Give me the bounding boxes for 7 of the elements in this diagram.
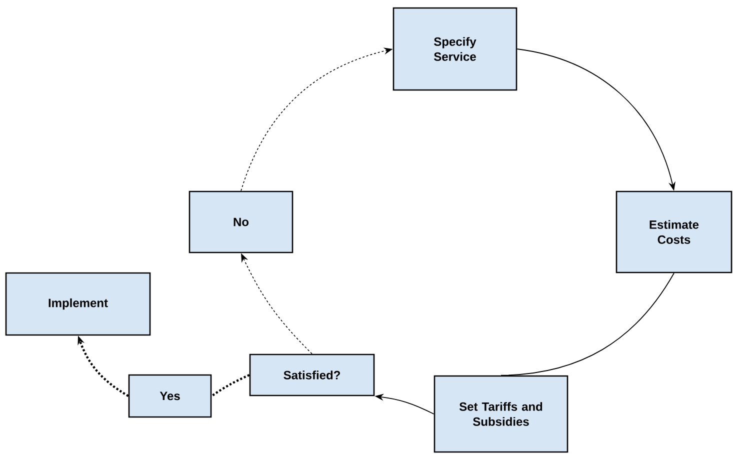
process-box: Satisfied? xyxy=(249,354,375,396)
process-box: Estimate Costs xyxy=(616,190,732,274)
process-box: Specify Service xyxy=(392,7,518,91)
process-box: No xyxy=(188,190,294,254)
process-box: Implement xyxy=(5,272,151,336)
process-box: Yes xyxy=(128,374,212,418)
process-box: Set Tariffs and Subsidies xyxy=(434,375,568,453)
